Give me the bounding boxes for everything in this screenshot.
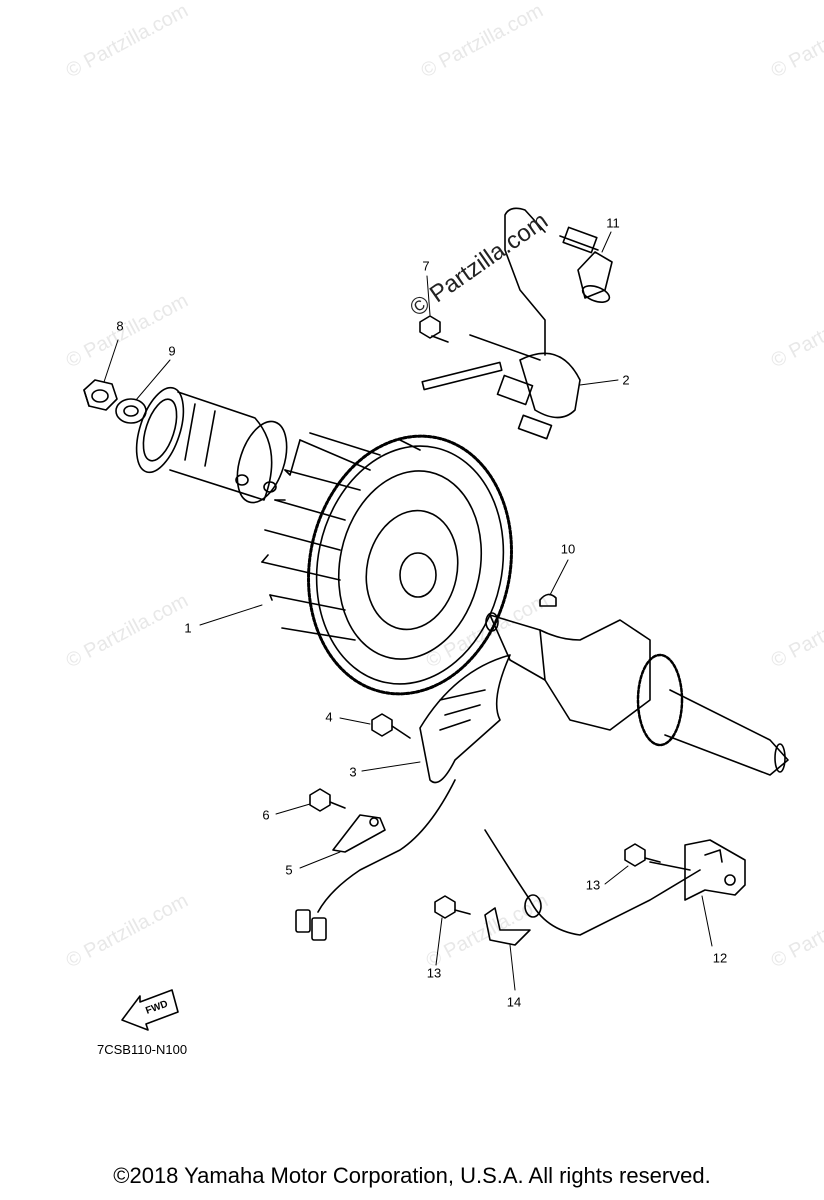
part-clamp xyxy=(484,907,531,946)
part-bolt xyxy=(371,713,411,739)
part-bolt xyxy=(434,895,471,919)
copyright-notice: ©2018 Yamaha Motor Corporation, U.S.A. A… xyxy=(113,1163,711,1188)
callout-12: 12 xyxy=(712,950,728,966)
callout-2: 2 xyxy=(622,372,630,388)
callout-7: 7 xyxy=(422,258,430,274)
part-bolt xyxy=(624,843,661,867)
part-sensor-bracket xyxy=(649,839,746,901)
callout-4: 4 xyxy=(325,709,333,725)
leader-lines xyxy=(103,231,713,991)
fwd-arrow-icon xyxy=(121,989,179,1031)
part-starter-pulley xyxy=(135,386,288,504)
part-ignition-coil xyxy=(421,207,581,440)
callout-3: 3 xyxy=(349,764,357,780)
part-flywheel xyxy=(261,432,513,696)
callout-13: 13 xyxy=(585,877,601,893)
callout-5: 5 xyxy=(285,862,293,878)
callout-14: 14 xyxy=(506,994,522,1010)
part-clamp xyxy=(332,814,386,853)
part-key xyxy=(539,593,557,607)
callout-13: 13 xyxy=(426,965,442,981)
fwd-label: FWD xyxy=(144,999,169,1017)
part-grommet xyxy=(524,894,542,918)
callout-9: 9 xyxy=(168,343,176,359)
callout-10: 10 xyxy=(560,541,576,557)
part-lead-wire xyxy=(484,829,701,936)
callout-8: 8 xyxy=(116,318,124,334)
part-crankshaft xyxy=(485,612,789,776)
part-spark-plug-cap xyxy=(559,226,613,303)
part-pulser-coil xyxy=(295,654,511,941)
callout-1: 1 xyxy=(184,620,192,636)
part-bolt xyxy=(309,788,346,812)
part-nut xyxy=(83,379,118,411)
part-bolt xyxy=(419,315,449,343)
callout-6: 6 xyxy=(262,807,270,823)
callout-11: 11 xyxy=(606,215,620,231)
part-washer xyxy=(115,398,147,424)
diagram-code: 7CSB110-N100 xyxy=(97,1042,188,1057)
